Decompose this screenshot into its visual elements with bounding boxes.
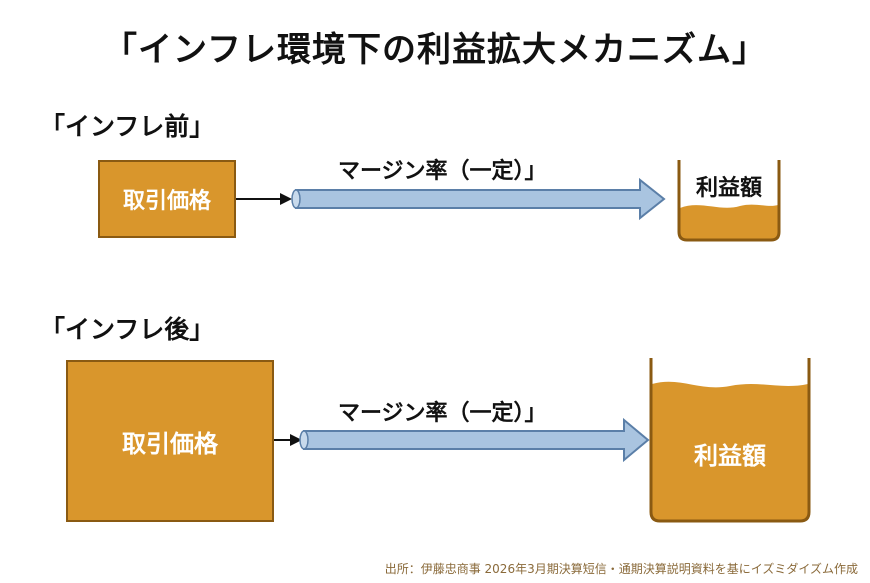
right-arrow-icon bbox=[236, 193, 292, 205]
block-arrow-icon bbox=[291, 177, 666, 221]
page-title: 「インフレ環境下の利益拡大メカニズム」 bbox=[103, 30, 767, 70]
profit-label-before: 利益額 bbox=[695, 176, 762, 201]
source-note: 出所：伊藤忠商事 2026年3月期決算短信・通期決算説明資料を基にイズミダイズム… bbox=[384, 562, 858, 576]
container-icon bbox=[677, 160, 781, 242]
margin-label-before: マージン率（一定）」 bbox=[338, 159, 547, 184]
price-box-after: 取引価格 bbox=[66, 360, 274, 522]
right-arrow-icon bbox=[274, 434, 302, 446]
price-label-before: 取引価格 bbox=[122, 189, 211, 214]
section-label-after: 「インフレ後」 bbox=[40, 315, 215, 344]
container-icon bbox=[649, 358, 811, 523]
price-label-after: 取引価格 bbox=[122, 429, 218, 458]
profit-label-after: 利益額 bbox=[694, 442, 766, 470]
price-box-before: 取引価格 bbox=[98, 160, 236, 238]
block-arrow-icon bbox=[299, 417, 650, 463]
section-label-before: 「インフレ前」 bbox=[40, 112, 215, 141]
margin-label-after: マージン率（一定）」 bbox=[338, 401, 547, 426]
